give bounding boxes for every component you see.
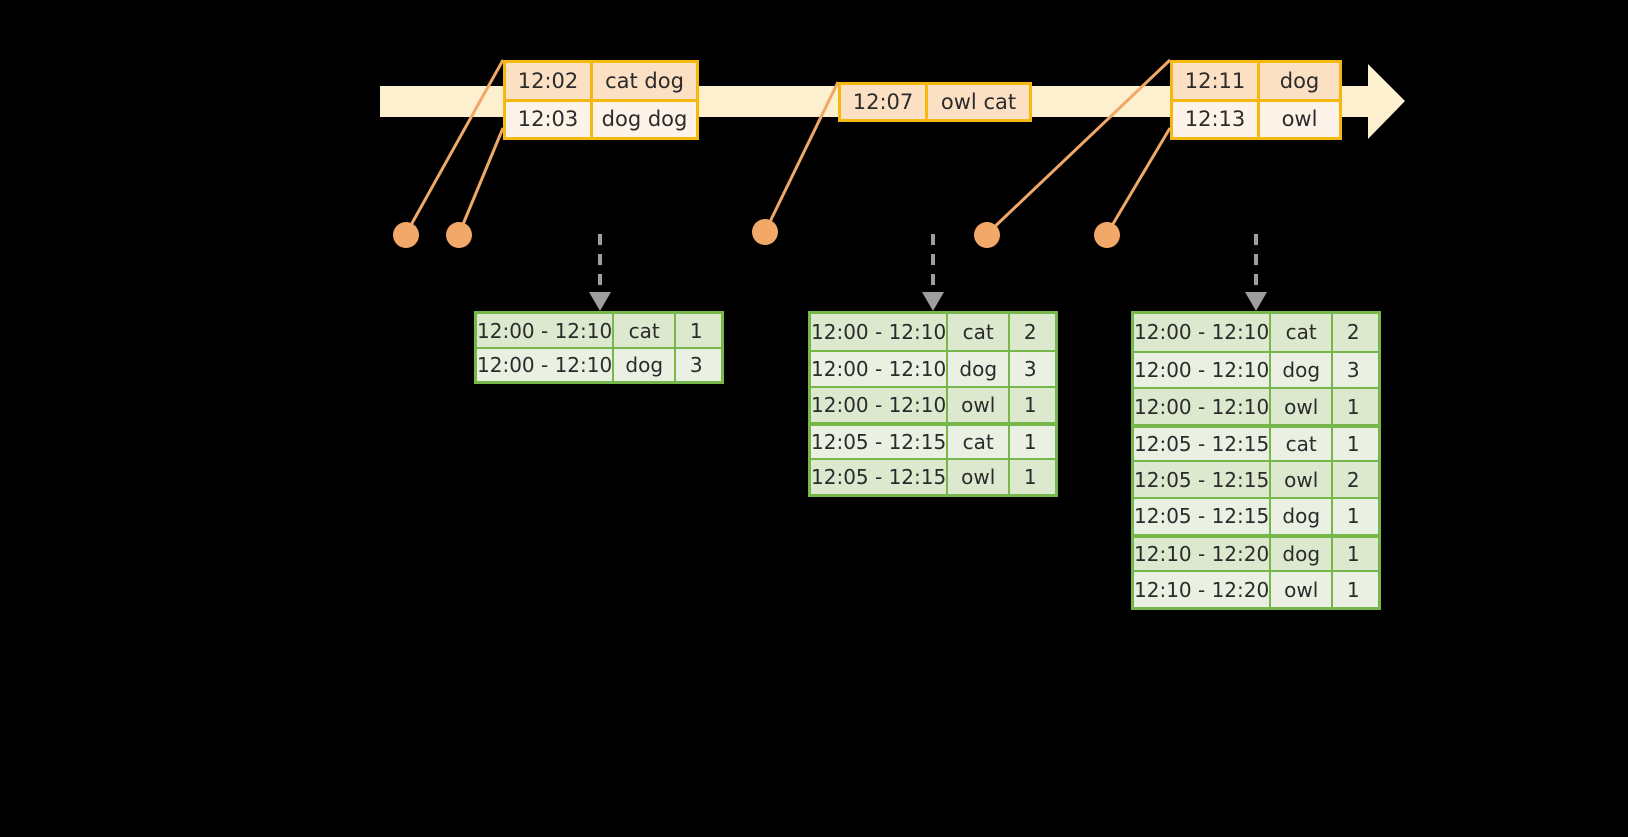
event-row[interactable]: 12:03 dog dog: [506, 98, 696, 137]
event-row[interactable]: 12:07 owl cat: [841, 85, 1029, 119]
cell-key: cat: [612, 314, 674, 348]
cell-count: 3: [1331, 352, 1373, 388]
event-time: 12:02: [517, 68, 579, 93]
cell-key: owl: [1269, 572, 1331, 608]
cell-window: 12:00 - 12:10: [1134, 394, 1270, 419]
cell-count: 1: [1331, 389, 1373, 424]
cell-key: cat: [946, 425, 1008, 458]
cell-key: owl: [1269, 462, 1331, 498]
cell-count: 1: [1008, 425, 1050, 458]
cell-key: cat: [1269, 427, 1331, 461]
cell-key: owl: [1269, 389, 1331, 424]
cell-window: 12:00 - 12:10: [811, 319, 947, 344]
connector-line-5: [1105, 127, 1172, 235]
event-time: 12:11: [1184, 68, 1246, 93]
event-group-3[interactable]: 12:11 dog 12:13 owl: [1170, 60, 1342, 140]
event-row[interactable]: 12:11 dog: [1173, 63, 1339, 99]
timeline-marker-dot[interactable]: [393, 222, 419, 248]
cell-key: dog: [1269, 352, 1331, 388]
cell-count: 1: [1331, 572, 1373, 608]
cell-window: 12:05 - 12:15: [811, 465, 947, 489]
cell-key: owl: [946, 387, 1008, 422]
cell-count: 1: [1008, 387, 1050, 422]
timeline-marker-dot[interactable]: [1094, 222, 1120, 248]
cell-window: 12:05 - 12:15: [811, 429, 947, 454]
cell-count: 2: [1331, 462, 1373, 498]
cell-window: 12:00 - 12:10: [1134, 357, 1270, 382]
cell-key: dog: [1269, 537, 1331, 571]
event-row[interactable]: 12:13 owl: [1173, 98, 1339, 137]
cell-window: 12:10 - 12:20: [1134, 577, 1270, 602]
cell-key: dog: [612, 349, 674, 381]
cell-window: 12:00 - 12:10: [1134, 320, 1270, 345]
cell-count: 1: [1331, 537, 1373, 571]
dashed-down-arrow-icon: [922, 234, 944, 311]
cell-count: 1: [1331, 427, 1373, 461]
event-payload: owl cat: [925, 85, 1029, 119]
cell-key: cat: [946, 314, 1008, 350]
cell-window: 12:00 - 12:10: [811, 392, 947, 417]
cell-key: owl: [946, 460, 1008, 494]
connector-line-2: [457, 127, 505, 235]
cell-window: 12:00 - 12:10: [477, 318, 613, 343]
cell-count: 1: [1008, 460, 1050, 494]
event-time: 12:03: [517, 107, 579, 132]
cell-window: 12:10 - 12:20: [1134, 542, 1270, 567]
cell-window: 12:05 - 12:15: [1134, 432, 1270, 457]
cell-count: 1: [1331, 499, 1373, 534]
event-group-1[interactable]: 12:02 cat dog 12:03 dog dog: [503, 60, 699, 140]
cell-count: 2: [1331, 314, 1373, 351]
event-payload: dog: [1257, 63, 1339, 99]
cell-count: 3: [674, 349, 716, 381]
event-time: 12:13: [1184, 107, 1246, 132]
timeline-marker-dot[interactable]: [446, 222, 472, 248]
cell-key: dog: [1269, 499, 1331, 534]
dashed-down-arrow-icon: [589, 234, 611, 311]
timeline-marker-dot[interactable]: [974, 222, 1000, 248]
timeline-marker-dot[interactable]: [752, 219, 778, 245]
cell-key: cat: [1269, 314, 1331, 351]
cell-count: 1: [674, 314, 716, 348]
cell-window: 12:00 - 12:10: [477, 353, 613, 378]
event-payload: cat dog: [590, 63, 696, 99]
event-group-2[interactable]: 12:07 owl cat: [838, 82, 1032, 122]
event-row[interactable]: 12:02 cat dog: [506, 63, 696, 99]
event-payload: dog dog: [590, 101, 696, 137]
cell-window: 12:05 - 12:15: [1134, 467, 1270, 492]
event-time: 12:07: [852, 90, 914, 114]
cell-window: 12:05 - 12:15: [1134, 504, 1270, 529]
dashed-down-arrow-icon: [1245, 234, 1267, 311]
cell-window: 12:00 - 12:10: [811, 356, 947, 381]
event-payload: owl: [1257, 101, 1339, 137]
cell-count: 3: [1008, 351, 1050, 386]
cell-count: 2: [1008, 314, 1050, 350]
cell-key: dog: [946, 351, 1008, 386]
